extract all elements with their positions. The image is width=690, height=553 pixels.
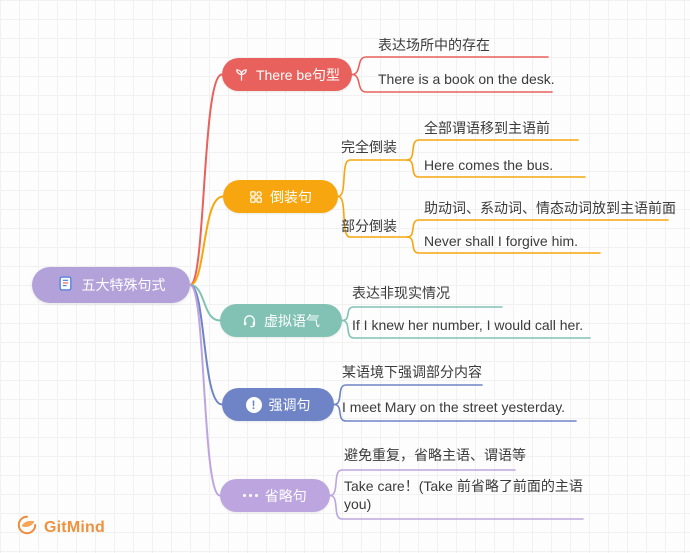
leaf-subjunctive-desc[interactable]: 表达非现实情况 <box>352 285 450 301</box>
branch-node-there-be[interactable]: There be句型 <box>222 58 352 91</box>
exclamation-icon: ! <box>245 396 262 413</box>
leaf-there-be-example[interactable]: There is a book on the desk. <box>378 71 555 87</box>
root-label: 五大特殊句式 <box>81 277 166 293</box>
leaf-full-inversion-desc[interactable]: 全部谓语移到主语前 <box>424 120 550 136</box>
category-grid-icon <box>249 190 263 204</box>
leaf-emphasis-example[interactable]: I meet Mary on the street yesterday. <box>342 399 566 415</box>
branch-label-ellipsis: 省略句 <box>264 487 307 504</box>
connector-root-there-be <box>189 73 223 286</box>
leaf-ellipsis-desc[interactable]: 避免重复，省略主语、谓语等 <box>344 447 526 463</box>
leaf-there-be-desc[interactable]: 表达场所中的存在 <box>378 37 490 53</box>
branch-node-subjunctive[interactable]: 虚拟语气 <box>220 304 342 337</box>
leaf-partial-inversion-desc[interactable]: 助动词、系动词、情态动词放到主语前面 <box>424 200 676 216</box>
branch-node-ellipsis[interactable]: 省略句 <box>220 479 330 512</box>
subnode-partial-inversion[interactable]: 部分倒装 <box>341 218 397 234</box>
connector-root-inversion <box>189 195 224 286</box>
underline-full-inversion <box>337 159 408 198</box>
connector-root-subjunctive <box>189 284 221 322</box>
connector-root-ellipsis <box>189 284 221 497</box>
branch-label-there-be: There be句型 <box>255 66 341 83</box>
branch-node-inversion[interactable]: 倒装句 <box>223 180 338 213</box>
subnode-full-inversion[interactable]: 完全倒装 <box>341 139 397 155</box>
document-icon <box>57 275 74 295</box>
gitmind-logo-icon <box>16 514 38 541</box>
branch-label-subjunctive: 虚拟语气 <box>264 312 320 329</box>
leaf-partial-inversion-example[interactable]: Never shall I forgive him. <box>424 233 579 249</box>
connector-root-emphasis <box>189 284 223 406</box>
headset-icon <box>242 313 257 328</box>
branch-label-emphasis: 强调句 <box>268 396 311 413</box>
root-node[interactable]: 五大特殊句式 <box>32 267 190 303</box>
branch-label-inversion: 倒装句 <box>270 188 312 205</box>
sprout-icon <box>234 67 249 82</box>
leaf-emphasis-desc[interactable]: 某语境下强调部分内容 <box>342 364 482 380</box>
gitmind-watermark[interactable]: GitMind <box>16 514 105 541</box>
leaf-subjunctive-example[interactable]: If I knew her number, I would call her. <box>352 317 584 333</box>
gitmind-label: GitMind <box>44 518 105 536</box>
ellipsis-icon <box>243 493 258 498</box>
leaf-full-inversion-example[interactable]: Here comes the bus. <box>424 157 554 173</box>
branch-node-emphasis[interactable]: ! 强调句 <box>222 388 334 421</box>
leaf-ellipsis-example[interactable]: Take care！(Take 前省略了前面的主语 you) <box>344 478 583 512</box>
